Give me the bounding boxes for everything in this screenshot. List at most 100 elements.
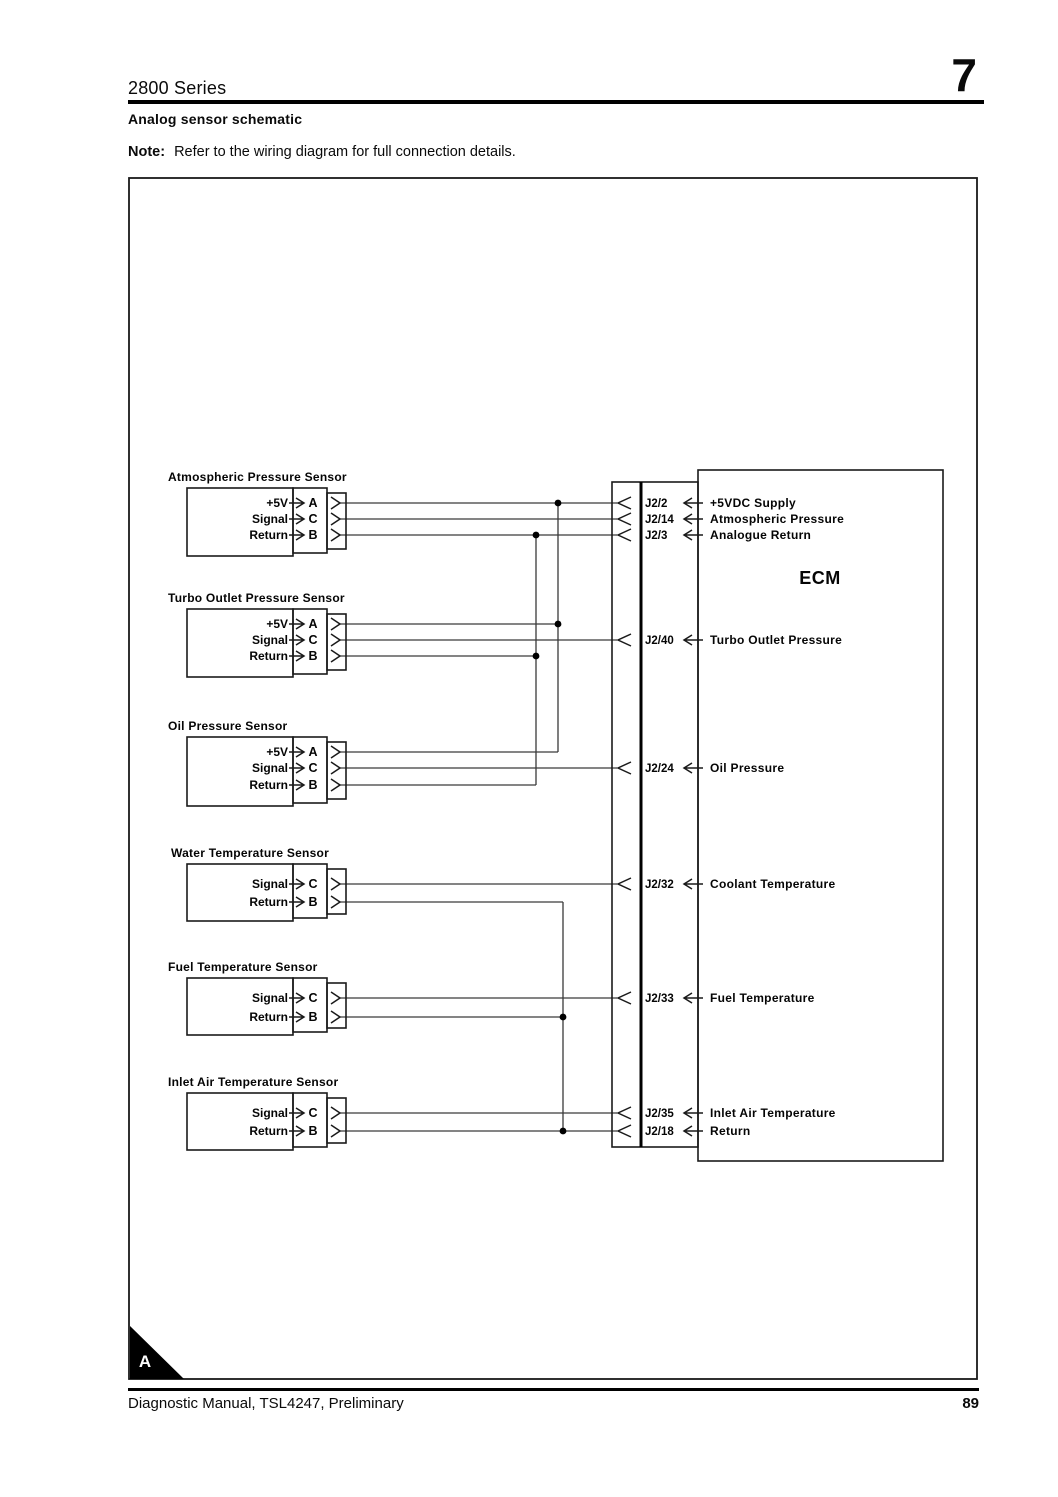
pin-arrow-icon	[288, 746, 305, 758]
pin-label: Return	[249, 528, 288, 542]
connector-chevron-icon	[330, 528, 341, 542]
connector-box	[326, 741, 347, 800]
pin-arrow-icon	[288, 896, 305, 908]
sensor-title: Oil Pressure Sensor	[168, 719, 288, 733]
left-arrow-icon	[683, 497, 704, 509]
pin-arrow-icon	[288, 1107, 305, 1119]
footer-rule	[128, 1388, 979, 1391]
ecm-pin-label: Turbo Outlet Pressure	[710, 633, 842, 647]
pin-arrow-icon	[288, 650, 305, 662]
connector-chevron-icon	[330, 617, 341, 631]
sensor-body-box	[186, 977, 294, 1036]
left-arrow-icon	[683, 1107, 704, 1119]
pin-arrow-icon	[288, 878, 305, 890]
socket-chevron-icon	[617, 991, 632, 1005]
pin-letter: A	[308, 496, 317, 510]
sensor-turbo-outlet-pressure: Turbo Outlet Pressure Sensor +5V Signal …	[168, 591, 347, 678]
ecm-box	[697, 469, 944, 1162]
left-arrow-icon	[683, 513, 704, 525]
pin-label: +5V	[266, 617, 288, 631]
pin-letter-box	[292, 863, 328, 919]
socket-chevron-icon	[617, 761, 632, 775]
pin-letter: C	[308, 991, 317, 1005]
pin-label: +5V	[266, 496, 288, 510]
pin-label: Signal	[252, 633, 288, 647]
pin-label: Signal	[252, 512, 288, 526]
connector-box	[326, 982, 347, 1029]
connector-chevron-icon	[330, 512, 341, 526]
ecm-pin-label: Inlet Air Temperature	[710, 1106, 836, 1120]
ecm-pin-connector: J2/32	[645, 879, 674, 891]
pin-letter: B	[308, 1010, 317, 1024]
connector-chevron-icon	[330, 496, 341, 510]
connector-box	[326, 1097, 347, 1144]
junction-dot	[554, 620, 562, 628]
series-title: 2800 Series	[128, 78, 227, 98]
ecm: ECM J2/2 +5VDC Supply J2/14 Atmospheric …	[611, 469, 944, 1162]
connector-box	[326, 868, 347, 915]
socket-chevron-icon	[617, 512, 632, 526]
connector-chevron-icon	[330, 991, 341, 1005]
sensor-title: Water Temperature Sensor	[171, 846, 329, 860]
pin-arrow-icon	[288, 497, 305, 509]
pin-letter: C	[308, 761, 317, 775]
ecm-pin-label: Atmospheric Pressure	[710, 512, 844, 526]
ecm-pin-label: +5VDC Supply	[710, 496, 796, 510]
socket-chevron-icon	[617, 496, 632, 510]
junction-dot	[559, 1013, 567, 1021]
corner-tab-triangle	[130, 1326, 184, 1379]
pin-letter: C	[308, 1106, 317, 1120]
pin-arrow-icon	[288, 529, 305, 541]
sensor-title: Fuel Temperature Sensor	[168, 960, 318, 974]
ecm-label: ECM	[799, 568, 841, 588]
pin-letter: A	[308, 745, 317, 759]
pin-letter: C	[308, 877, 317, 891]
sensor-inlet-air-temperature: Inlet Air Temperature Sensor Signal Retu…	[168, 1075, 347, 1151]
pin-arrow-icon	[288, 779, 305, 791]
pin-arrow-icon	[288, 634, 305, 646]
connector-box	[326, 613, 347, 671]
ecm-pin-connector: J2/24	[645, 763, 674, 775]
left-arrow-icon	[683, 762, 704, 774]
ecm-pin-label: Fuel Temperature	[710, 991, 815, 1005]
pin-arrow-icon	[288, 618, 305, 630]
socket-chevron-icon	[617, 877, 632, 891]
pin-label: Return	[249, 895, 288, 909]
pin-label: Return	[249, 778, 288, 792]
junction-dots	[532, 499, 567, 1135]
connector-chevron-icon	[330, 1010, 341, 1024]
pin-label: Signal	[252, 991, 288, 1005]
sensor-title: Inlet Air Temperature Sensor	[168, 1075, 338, 1089]
pin-arrow-icon	[288, 513, 305, 525]
connector-chevron-icon	[330, 745, 341, 759]
pin-label: Return	[249, 1124, 288, 1138]
junction-dot	[532, 652, 540, 660]
pin-arrow-icon	[288, 762, 305, 774]
ecm-pin-connector: J2/2	[645, 498, 667, 510]
corner-tab-letter: A	[139, 1352, 151, 1371]
sensor-title: Turbo Outlet Pressure Sensor	[168, 591, 345, 605]
footer-text: Diagnostic Manual, TSL4247, Preliminary	[128, 1395, 404, 1412]
ecm-pin-connector: J2/35	[645, 1108, 674, 1120]
left-arrow-icon	[683, 992, 704, 1004]
ecm-pin-connector: J2/33	[645, 993, 674, 1005]
header-rule	[128, 100, 984, 104]
corner-tab: A	[130, 1326, 184, 1379]
pin-arrow-icon	[288, 1011, 305, 1023]
chapter-number: 7	[951, 49, 977, 101]
connector-chevron-icon	[330, 895, 341, 909]
note: Note:Refer to the wiring diagram for ful…	[128, 144, 516, 160]
ecm-connector-strip-box	[611, 481, 699, 1148]
pin-letter: B	[308, 528, 317, 542]
pin-label: Signal	[252, 761, 288, 775]
page-number: 89	[962, 1395, 979, 1412]
section-title: Analog sensor schematic	[128, 111, 303, 127]
junction-dot	[559, 1127, 567, 1135]
sensor-fuel-temperature: Fuel Temperature Sensor Signal Return C …	[168, 960, 347, 1036]
ecm-pin-connector: J2/18	[645, 1126, 674, 1138]
note-label: Note:	[128, 144, 166, 160]
figure-border	[128, 177, 978, 1380]
wires	[340, 502, 617, 1132]
pin-arrow-icon	[288, 992, 305, 1004]
